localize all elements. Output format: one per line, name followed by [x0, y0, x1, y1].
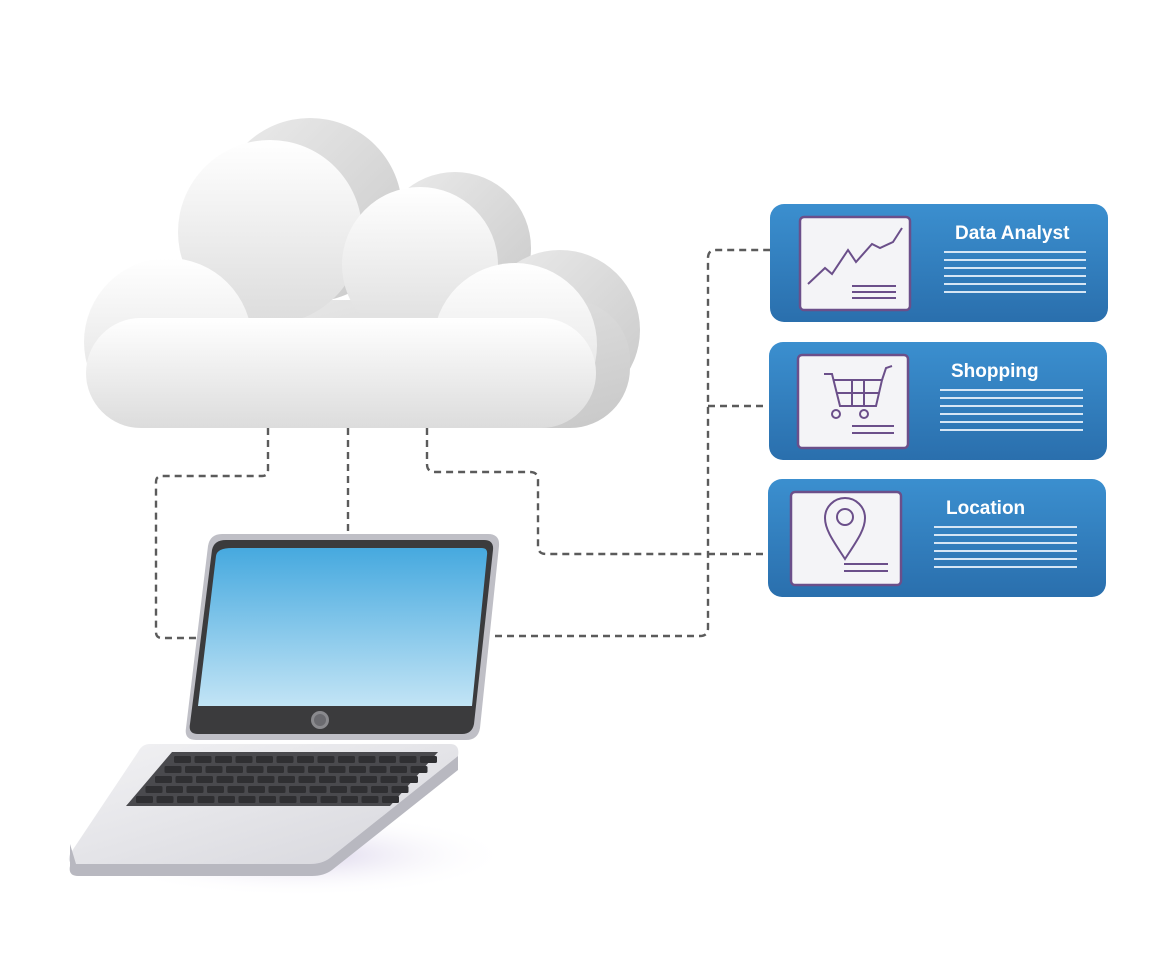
card-shopping-label: Shopping [951, 361, 1039, 382]
card-data-analyst-label: Data Analyst [955, 223, 1070, 244]
keyboard-key [278, 776, 295, 783]
keyboard-key [267, 766, 284, 773]
keyboard-key [410, 766, 428, 773]
keyboard-key [371, 786, 388, 793]
keyboard-key [237, 776, 254, 783]
keyboard-key [279, 796, 297, 803]
keyboard-key [174, 756, 191, 763]
connectors [154, 248, 770, 640]
keyboard-key [341, 796, 358, 803]
feature-cards: Data Analyst [768, 204, 1108, 597]
keyboard-key [215, 756, 232, 763]
shopping-cart-icon [824, 365, 894, 434]
keyboard-key [298, 776, 316, 783]
keyboard-key [186, 786, 204, 793]
keyboard-key [382, 796, 399, 803]
keyboard-key [185, 766, 202, 773]
keyboard-key [205, 766, 223, 773]
keyboard-key [350, 786, 368, 793]
card-text-lines [944, 251, 1086, 293]
line-chart-icon [807, 227, 903, 299]
keyboard-key [276, 756, 294, 763]
keyboard-key [287, 766, 305, 773]
keyboard-key [317, 756, 335, 763]
keyboard-key [391, 786, 409, 793]
keyboard-key [360, 776, 377, 783]
card-text-lines [940, 389, 1083, 431]
keyboard-key [319, 776, 336, 783]
keyboard-key [194, 756, 212, 763]
keyboard-key [361, 796, 379, 803]
keyboard-key [145, 786, 163, 793]
connector-cloud-cards [425, 428, 706, 556]
keyboard-key [289, 786, 306, 793]
keyboard-key [218, 796, 235, 803]
connector-laptop-cards [495, 248, 770, 638]
keyboard-key [380, 776, 398, 783]
laptop-base [68, 744, 459, 876]
keyboard-key [164, 766, 182, 773]
card-shopping[interactable]: Shopping [769, 342, 1107, 460]
keyboard-key [349, 766, 366, 773]
keyboard-key [216, 776, 234, 783]
keyboard-key [259, 796, 276, 803]
keyboard-key [227, 786, 245, 793]
keyboard-key [390, 766, 407, 773]
laptop-lid [185, 534, 500, 740]
connector-cloud-laptop-left [154, 428, 270, 640]
card-data-analyst[interactable]: Data Analyst [770, 204, 1108, 322]
keyboard-key [256, 756, 273, 763]
keyboard-key [197, 796, 215, 803]
keyboard-key [369, 766, 387, 773]
keyboard-key [420, 756, 437, 763]
card-location-label: Location [946, 498, 1025, 519]
laptop-screen [198, 548, 488, 706]
keyboard-keys [136, 756, 437, 803]
keyboard-key [309, 786, 327, 793]
keyboard-key [257, 776, 275, 783]
keyboard-key [156, 796, 174, 803]
keyboard-key [320, 796, 338, 803]
keyboard-key [238, 796, 256, 803]
keyboard-key [338, 756, 355, 763]
keyboard-key [379, 756, 396, 763]
laptop [68, 534, 510, 897]
keyboard-key [196, 776, 213, 783]
keyboard-key [308, 766, 325, 773]
keyboard-key [339, 776, 357, 783]
cloud [84, 118, 640, 428]
keyboard-key [248, 786, 265, 793]
keyboard-key [300, 796, 317, 803]
keyboard-key [226, 766, 243, 773]
keyboard-key [246, 766, 264, 773]
keyboard-key [330, 786, 347, 793]
keyboard-key [177, 796, 194, 803]
cloud-front [84, 140, 597, 428]
keyboard-key [268, 786, 286, 793]
keyboard-key [136, 796, 153, 803]
keyboard-key [155, 776, 172, 783]
keyboard-key [175, 776, 193, 783]
keyboard-key [235, 756, 253, 763]
map-pin-icon [823, 497, 888, 572]
keyboard-key [399, 756, 417, 763]
card-location[interactable]: Location [768, 479, 1106, 597]
keyboard-key [328, 766, 346, 773]
keyboard-key [207, 786, 224, 793]
card-text-lines [934, 526, 1077, 568]
keyboard-key [358, 756, 376, 763]
keyboard-key [166, 786, 183, 793]
keyboard-key [401, 776, 418, 783]
keyboard-key [297, 756, 314, 763]
